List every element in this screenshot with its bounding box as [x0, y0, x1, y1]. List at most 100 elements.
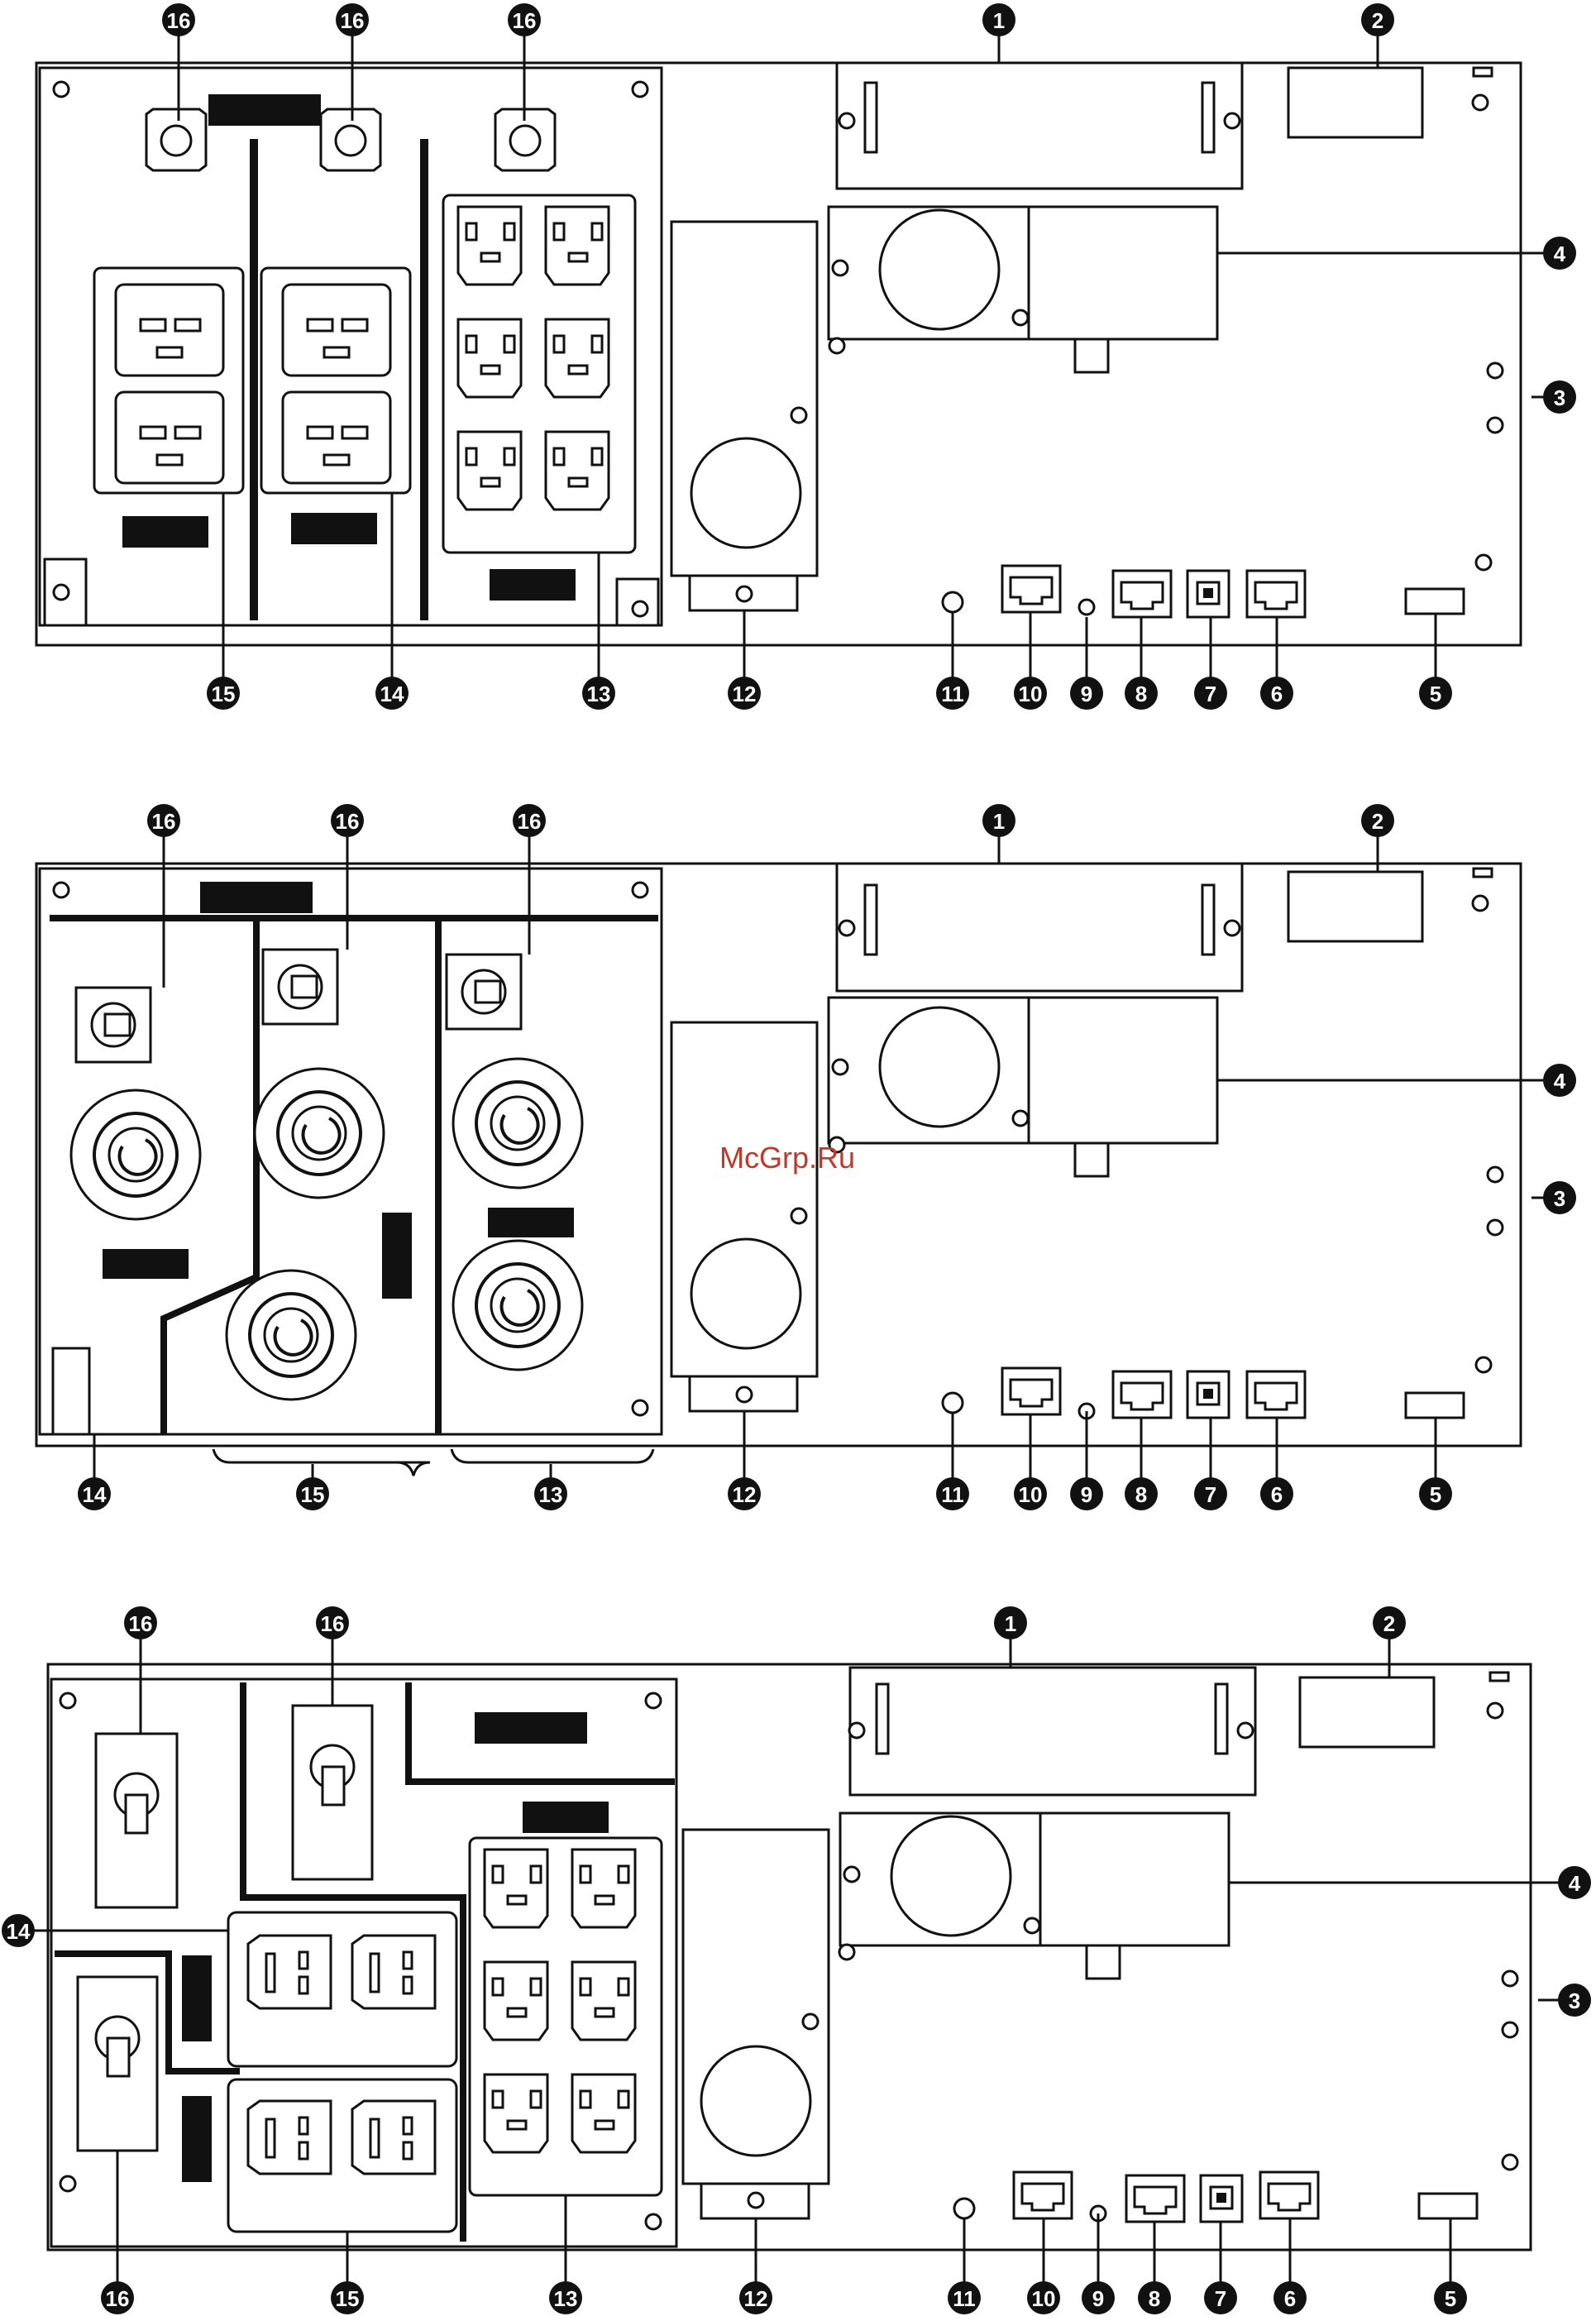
callout-2: 2 — [1361, 3, 1394, 36]
callout-number: 14 — [380, 682, 404, 706]
callout-8: 8 — [1138, 2281, 1171, 2314]
callout-1: 1 — [982, 3, 1015, 36]
callout-12: 12 — [728, 677, 761, 710]
callout-number: 9 — [1081, 682, 1092, 706]
callout-number: 14 — [7, 1919, 31, 1944]
callout-15: 15 — [331, 2281, 364, 2314]
callout-7: 7 — [1194, 677, 1227, 710]
callout-number: 16 — [336, 809, 360, 834]
callout-number: 7 — [1205, 1482, 1216, 1507]
callout-number: 12 — [733, 1482, 757, 1507]
callout-2: 2 — [1373, 1606, 1406, 1639]
callout-number: 5 — [1430, 682, 1441, 706]
callout-6: 6 — [1273, 2281, 1307, 2314]
callout-10: 10 — [1014, 1477, 1047, 1510]
callout-number: 13 — [587, 682, 611, 706]
callout-13: 13 — [549, 2281, 582, 2314]
callout-16: 16 — [513, 804, 546, 837]
callout-number: 11 — [941, 1482, 964, 1507]
callout-number: 6 — [1271, 682, 1283, 706]
callout-16: 16 — [147, 804, 180, 837]
callout-16: 16 — [316, 1606, 349, 1639]
callout-15: 15 — [296, 1477, 329, 1510]
callout-number: 14 — [83, 1482, 107, 1507]
callout-number: 9 — [1081, 1482, 1092, 1507]
callout-3: 3 — [1558, 1984, 1591, 2017]
callout-11: 11 — [936, 1477, 969, 1510]
callout-6: 6 — [1260, 1477, 1293, 1510]
callout-16: 16 — [331, 804, 364, 837]
callout-number: 15 — [336, 2286, 360, 2311]
callout-number: 3 — [1569, 1988, 1580, 2013]
callout-10: 10 — [1027, 2281, 1060, 2314]
callout-13: 13 — [582, 677, 615, 710]
callout-5: 5 — [1419, 1477, 1452, 1510]
callout-number: 6 — [1284, 2286, 1296, 2311]
callout-number: 10 — [1032, 2286, 1056, 2311]
callout-number: 15 — [301, 1482, 325, 1507]
callout-6: 6 — [1260, 677, 1293, 710]
callout-number: 16 — [152, 809, 176, 834]
callout-number: 16 — [106, 2286, 130, 2311]
callout-11: 11 — [948, 2281, 981, 2314]
callout-14: 14 — [2, 1914, 35, 1947]
callout-1: 1 — [982, 804, 1015, 837]
callout-number: 6 — [1271, 1482, 1283, 1507]
panel-top — [36, 63, 1521, 645]
callout-4: 4 — [1543, 237, 1576, 270]
callout-16: 16 — [336, 3, 369, 36]
callout-16: 16 — [101, 2281, 134, 2314]
callout-number: 7 — [1215, 2286, 1226, 2311]
watermark: McGrp.Ru — [719, 1141, 855, 1175]
callout-16: 16 — [508, 3, 541, 36]
callout-5: 5 — [1434, 2281, 1467, 2314]
callout-number: 4 — [1554, 1069, 1566, 1094]
callout-12: 12 — [728, 1477, 761, 1510]
callout-number: 13 — [554, 2286, 578, 2311]
callout-number: 8 — [1135, 1482, 1147, 1507]
callout-number: 16 — [341, 8, 365, 33]
callout-number: 1 — [993, 8, 1005, 33]
callout-number: 15 — [212, 682, 236, 706]
callout-number: 16 — [321, 1611, 345, 1636]
callout-9: 9 — [1070, 677, 1103, 710]
callout-number: 5 — [1430, 1482, 1441, 1507]
callout-number: 1 — [993, 809, 1005, 834]
callout-5: 5 — [1419, 677, 1452, 710]
callout-number: 10 — [1019, 1482, 1043, 1507]
callout-number: 5 — [1445, 2286, 1456, 2311]
callout-number: 7 — [1205, 682, 1216, 706]
panel-bottom — [48, 1664, 1531, 2250]
callout-number: 9 — [1092, 2286, 1104, 2311]
callout-16: 16 — [162, 3, 195, 36]
callout-3: 3 — [1543, 380, 1576, 414]
callout-number: 4 — [1554, 242, 1566, 266]
callout-number: 2 — [1372, 809, 1383, 834]
callout-number: 16 — [167, 8, 191, 33]
callout-number: 3 — [1554, 1186, 1565, 1211]
callout-14: 14 — [375, 677, 409, 710]
callout-number: 8 — [1135, 682, 1147, 706]
callout-2: 2 — [1361, 804, 1394, 837]
callout-number: 13 — [539, 1482, 563, 1507]
callout-number: 16 — [513, 8, 537, 33]
callout-number: 12 — [744, 2286, 768, 2311]
callout-11: 11 — [936, 677, 969, 710]
callout-10: 10 — [1014, 677, 1047, 710]
callout-number: 8 — [1149, 2286, 1160, 2311]
callout-12: 12 — [739, 2281, 772, 2314]
callout-7: 7 — [1194, 1477, 1227, 1510]
callout-number: 12 — [733, 682, 757, 706]
callout-15: 15 — [207, 677, 240, 710]
callout-4: 4 — [1558, 1866, 1591, 1899]
callout-number: 4 — [1569, 1871, 1581, 1896]
callout-number: 3 — [1554, 385, 1565, 410]
callout-number: 2 — [1383, 1611, 1395, 1636]
callout-number: 2 — [1372, 8, 1383, 33]
callout-9: 9 — [1082, 2281, 1115, 2314]
callout-number: 16 — [518, 809, 542, 834]
callout-7: 7 — [1204, 2281, 1237, 2314]
callout-14: 14 — [78, 1477, 111, 1510]
callout-1: 1 — [994, 1606, 1027, 1639]
